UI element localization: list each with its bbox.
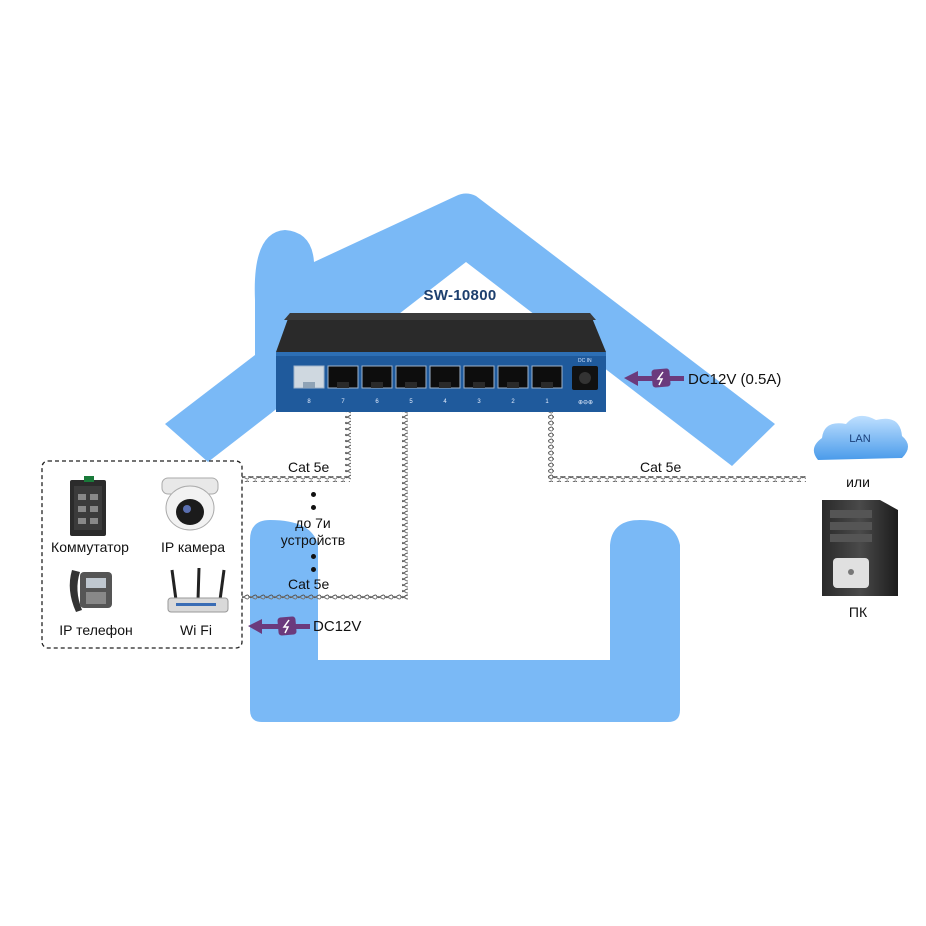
cable-port-1 [548,412,554,480]
or-label: или [846,474,870,490]
lan-label: LAN [849,433,871,445]
lightning-icon [656,371,664,386]
ellipsis-bottom [311,554,316,580]
device-label-wifi: Wi Fi [180,622,212,638]
power-arrow-devices [248,616,310,636]
switch-power-label: DC12V (0.5A) [688,371,782,388]
devices-power-label: DC12V [313,618,362,635]
devices-group-box [41,460,243,649]
cable-port-5 [402,412,408,600]
switch-port-number: 4 [443,399,447,405]
switch-port-number: 6 [375,399,379,405]
cable-port-7 [345,412,351,480]
switch-port-notch [541,382,553,388]
device-label-switch: Коммутатор [51,539,129,555]
ellipsis-top [311,492,316,518]
switch-port-notch [405,382,417,388]
device-label-phone: IP телефон [59,622,133,638]
industrial-switch-icon [70,476,106,536]
cable-label-top: Cat 5e [288,459,330,475]
switch-port-number: 8 [307,399,311,405]
switch-port-number: 7 [341,399,345,405]
cables [242,412,806,600]
pc-label: ПК [848,604,868,620]
switch-port-number: 1 [545,399,549,405]
switch-port-notch [303,382,315,388]
switch-ports: 8 7 6 5 4 3 2 1 [293,365,563,405]
count-note-line2: устройств [280,532,346,548]
cable-to-devices-bottom [242,594,408,600]
cable-uplink [548,476,806,482]
pc-tower-icon [822,500,898,596]
switch-port-notch [507,382,519,388]
switch-device: 8 7 6 5 4 3 2 1 DC IN ⊕⊖⊕ [276,313,606,412]
house-shape [165,193,775,722]
switch-model-label: SW-10800 [423,287,497,304]
cable-to-devices-top [242,476,350,482]
switch-port-notch [439,382,451,388]
switch-port-notch [473,382,485,388]
ip-camera-icon [161,477,219,531]
dc-in-label: DC IN [578,358,592,364]
wifi-router-icon [167,567,229,613]
lightning-icon [282,619,290,634]
switch-port-number: 3 [477,399,481,405]
switch-port-number: 2 [511,399,515,405]
polarity-icon: ⊕⊖⊕ [578,400,593,406]
power-arrow-switch [624,368,684,388]
cable-label-uplink: Cat 5e [640,459,682,475]
switch-port-number: 5 [409,399,413,405]
switch-port-notch [337,382,349,388]
lan-cloud-icon [813,415,908,460]
cable-label-bottom: Cat 5e [288,576,330,592]
count-note-line1: до 7и [295,515,331,531]
switch-port-notch [371,382,383,388]
ip-phone-icon [69,570,112,612]
device-label-camera: IP камера [160,539,226,555]
